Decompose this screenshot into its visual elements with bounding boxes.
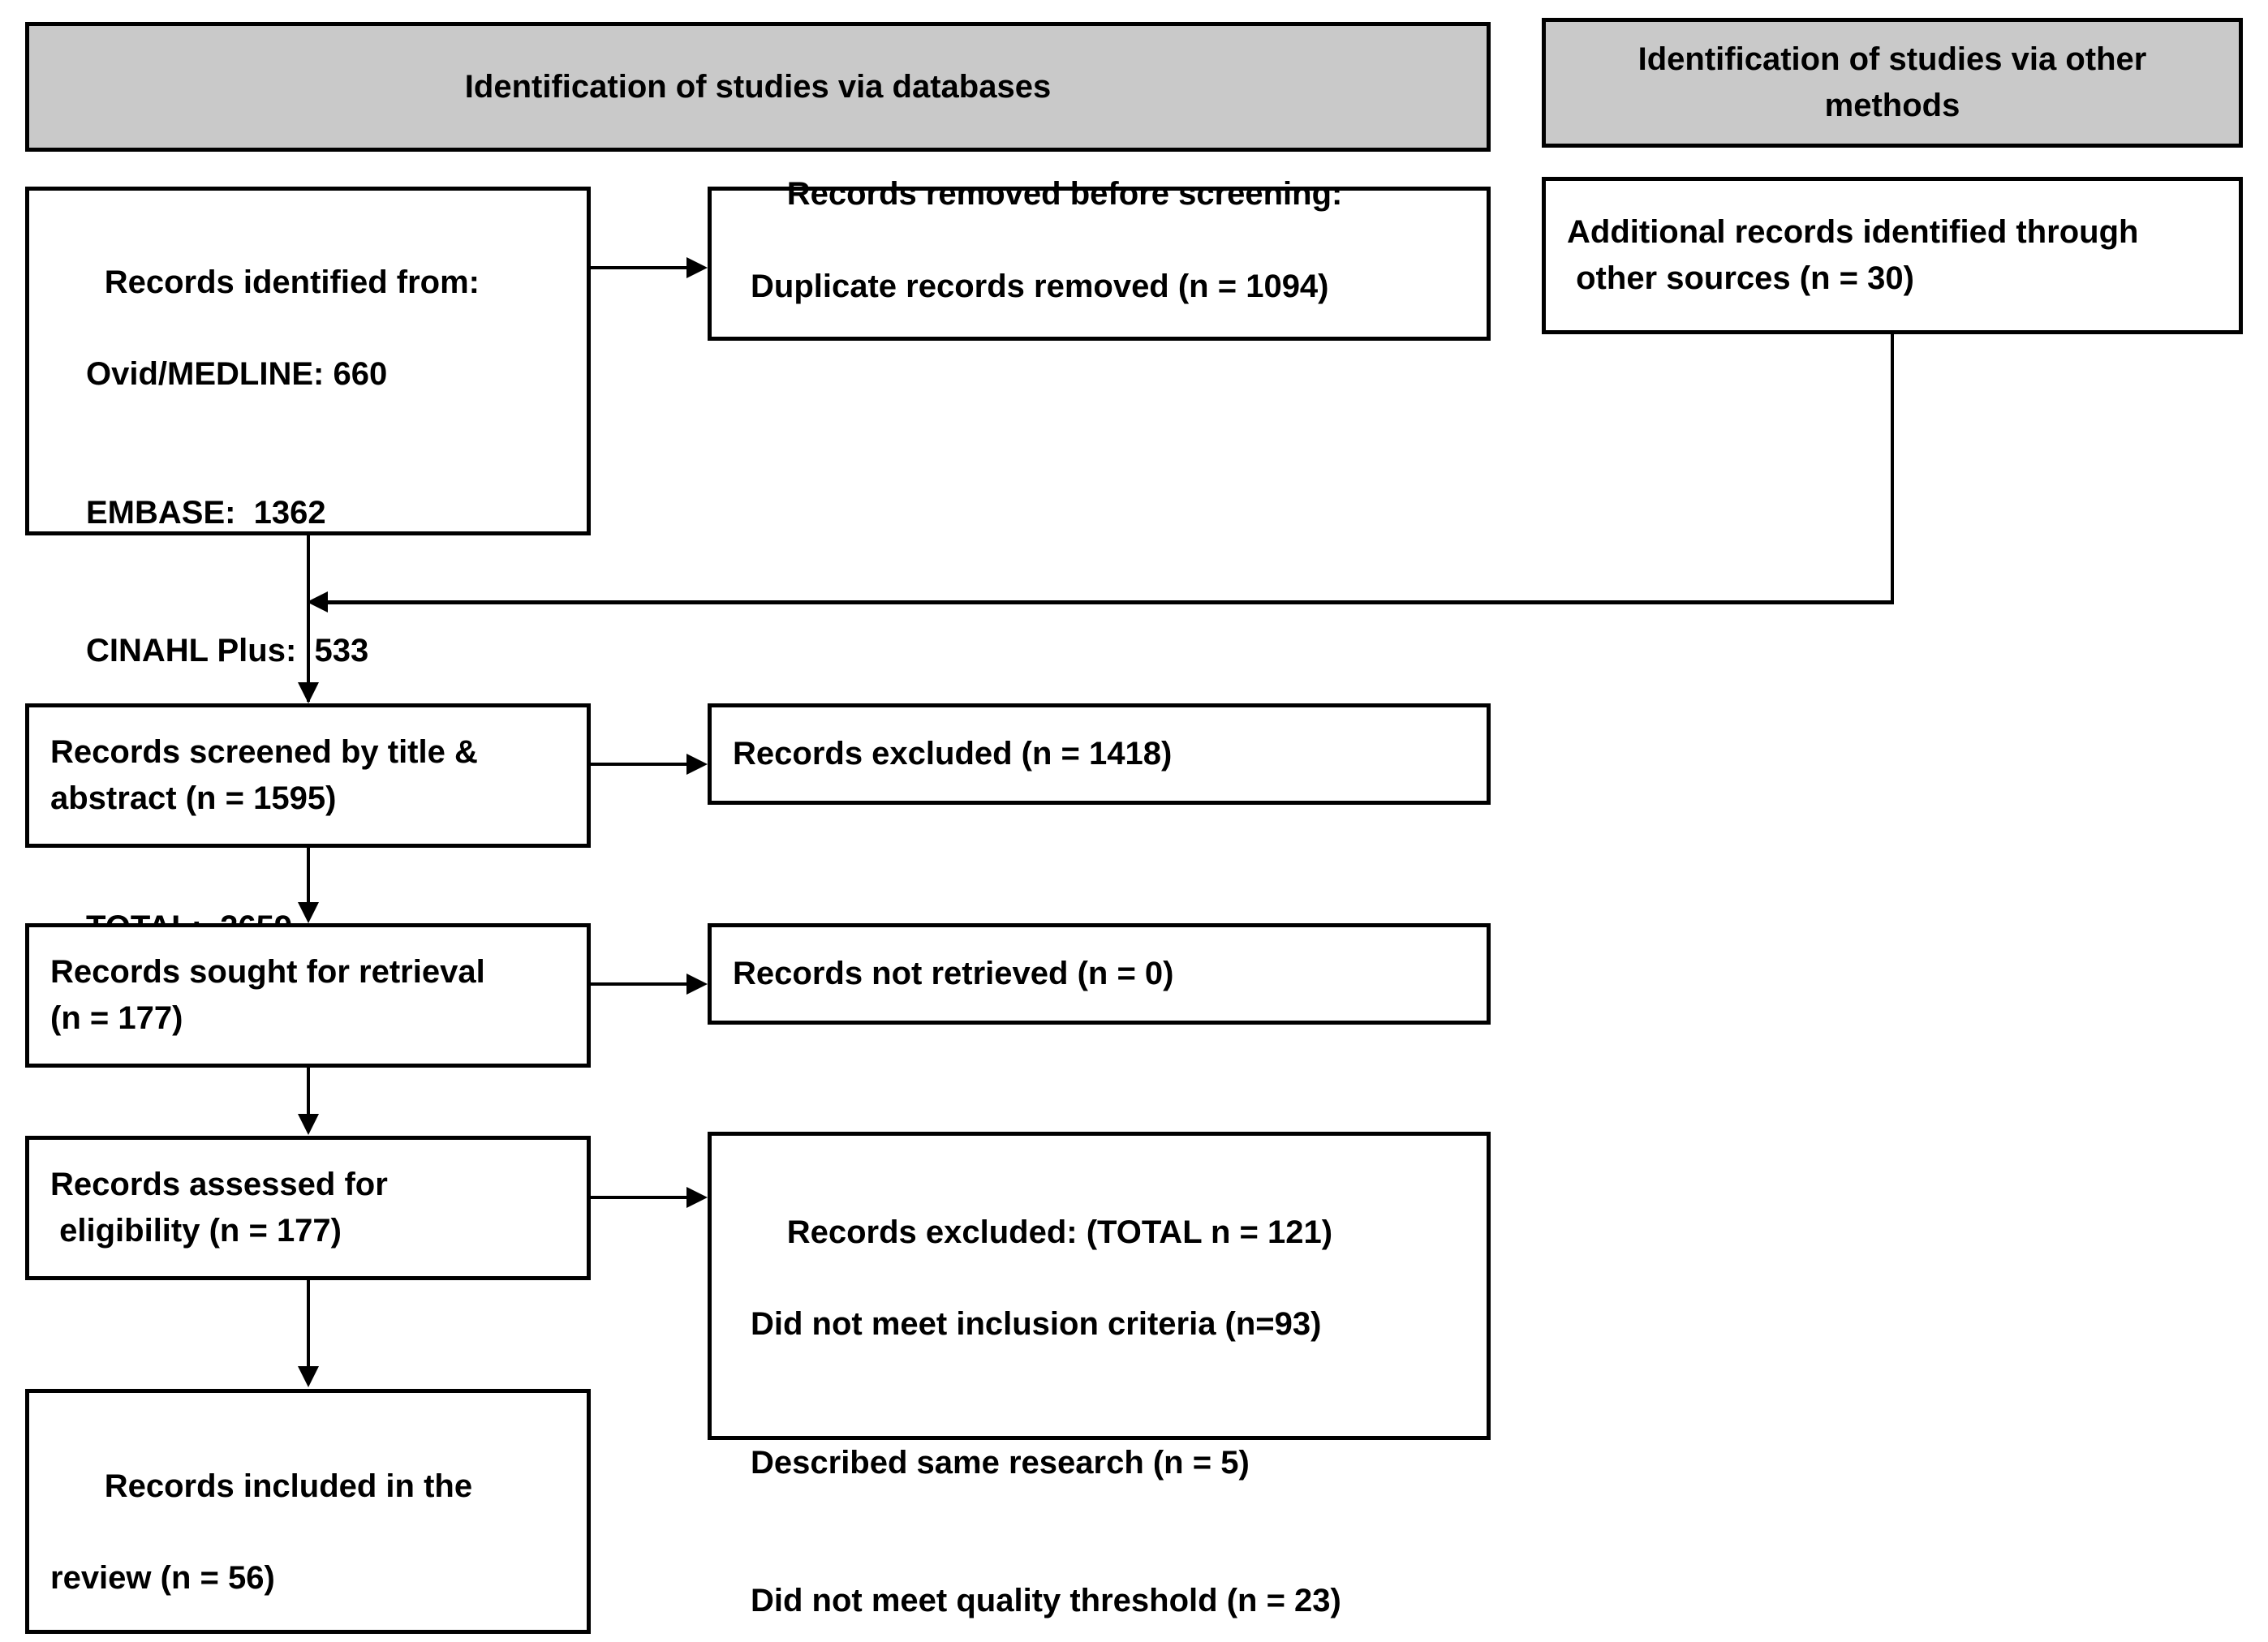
arrowhead-additional-merge — [307, 591, 328, 613]
arrowhead-sought-to-not-retrieved — [686, 974, 708, 995]
arrowhead-sought-down — [298, 1114, 319, 1135]
records-identified-line-1: EMBASE: 1362 — [86, 494, 326, 531]
banner-databases-label: Identification of studies via databases — [464, 68, 1052, 105]
box-records-removed-before-screening: Records removed before screening: Duplic… — [708, 176, 1491, 341]
records-screened-label: Records screened by title & abstract (n … — [50, 734, 478, 816]
banner-other-methods-label: Identification of studies via other meth… — [1638, 41, 2147, 123]
records-removed-content: Records removed before screening: Duplic… — [733, 126, 1465, 402]
box-records-included: Records included in the review (n = 56) … — [25, 1389, 591, 1634]
connector-identified-to-removed — [591, 266, 688, 269]
arrowhead-identified-to-removed — [686, 257, 708, 278]
box-records-excluded-screened: Records excluded (n = 1418) — [708, 703, 1491, 805]
box-records-not-retrieved: Records not retrieved (n = 0) — [708, 923, 1491, 1025]
records-not-retrieved-label: Records not retrieved (n = 0) — [733, 956, 1174, 992]
records-excluded-eligibility-heading: Records excluded: (TOTAL n = 121) — [786, 1214, 1333, 1250]
connector-screened-to-excluded — [591, 763, 688, 766]
records-excluded-eligibility-line-0: Did not meet inclusion criteria (n=93) — [751, 1306, 1322, 1343]
banner-identification-other-methods: Identification of studies via other meth… — [1542, 18, 2243, 148]
arrowhead-eligibility-to-excluded — [686, 1187, 708, 1208]
records-identified-heading: Records identified from: — [104, 264, 480, 300]
records-removed-heading: Records removed before screening: — [786, 176, 1343, 213]
box-records-excluded-eligibility: Records excluded: (TOTAL n = 121) Did no… — [708, 1132, 1491, 1618]
arrowhead-identified-down — [298, 682, 319, 703]
records-excluded-screened-label: Records excluded (n = 1418) — [733, 736, 1173, 772]
connector-sought-to-not-retrieved — [591, 982, 688, 986]
connector-additional-down — [1891, 334, 1894, 602]
records-included-line-0: Records included in the — [104, 1468, 473, 1504]
connector-identified-down — [307, 535, 310, 702]
box-additional-records: Additional records identified through ot… — [1542, 177, 2243, 334]
records-identified-line-2: CINAHL Plus: 533 — [86, 633, 369, 669]
records-identified-line-0: Ovid/MEDLINE: 660 — [86, 356, 388, 393]
arrowhead-screened-to-excluded — [686, 754, 708, 775]
connector-eligibility-down — [307, 1280, 310, 1369]
records-sought-retrieval-label: Records sought for retrieval (n = 177) — [50, 954, 485, 1036]
box-records-identified: Records identified from: Ovid/MEDLINE: 6… — [25, 187, 591, 945]
arrowhead-eligibility-down — [298, 1366, 319, 1387]
box-records-assessed-eligibility: Records assessed for eligibility (n = 17… — [25, 1136, 591, 1280]
records-included-line-1: review (n = 56) — [50, 1560, 275, 1597]
records-included-content: Records included in the review (n = 56) … — [50, 1417, 566, 1642]
records-removed-line-0: Duplicate records removed (n = 1094) — [751, 269, 1329, 304]
banner-identification-databases: Identification of studies via databases — [25, 22, 1491, 152]
records-assessed-eligibility-label: Records assessed for eligibility (n = 17… — [50, 1167, 388, 1249]
connector-sought-down — [307, 1068, 310, 1118]
records-excluded-eligibility-line-1: Described same research (n = 5) — [751, 1444, 1250, 1481]
arrowhead-screened-down — [298, 902, 319, 923]
connector-additional-left — [318, 600, 1894, 604]
connector-eligibility-to-excluded — [591, 1196, 688, 1199]
additional-records-label: Additional records identified through ot… — [1567, 214, 2139, 296]
box-records-sought-retrieval: Records sought for retrieval (n = 177) — [25, 923, 591, 1068]
connector-screened-down — [307, 848, 310, 906]
records-excluded-eligibility-content: Records excluded: (TOTAL n = 121) Did no… — [733, 1163, 1465, 1642]
records-excluded-eligibility-line-2: Did not meet quality threshold (n = 23) — [751, 1583, 1341, 1619]
box-records-screened: Records screened by title & abstract (n … — [25, 703, 591, 848]
